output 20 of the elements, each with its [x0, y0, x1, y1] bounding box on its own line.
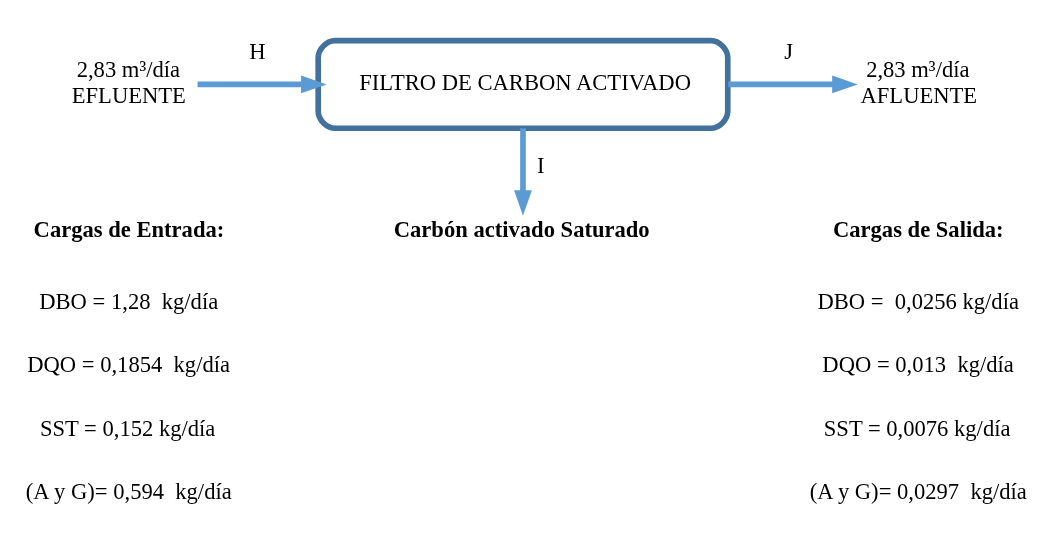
label: SST = 0,0076 kg/día [823, 415, 1011, 441]
label: DQO = 0,013 kg/día [822, 351, 1014, 377]
node-text: 2,83 m³/día EFLUENTE [71, 56, 186, 108]
arrow [728, 75, 858, 93]
arrow [197, 75, 327, 93]
label: Cargas de Salida: [832, 216, 1004, 242]
label: DBO = 0,0256 kg/día [817, 288, 1019, 314]
edge-label: I [537, 152, 545, 178]
label: DBO = 1,28 kg/día [39, 288, 219, 314]
node-text: Carbón activado Saturado [393, 216, 650, 242]
node-box: FILTRO DE CARBON ACTIVADO [315, 37, 731, 131]
label: SST = 0,152 kg/día [39, 415, 216, 441]
label: DQO = 0,1854 kg/día [27, 351, 231, 377]
arrow [514, 127, 532, 216]
edge-label: H [249, 38, 266, 64]
node-text: 2,83 m³/día AFLUENTE [860, 56, 978, 108]
label: (A y G)= 0,0297 kg/día [809, 478, 1027, 504]
label: Cargas de Entrada: [33, 216, 225, 242]
edge-label: J [784, 38, 794, 64]
label: (A y G)= 0,594 kg/día [25, 478, 232, 504]
